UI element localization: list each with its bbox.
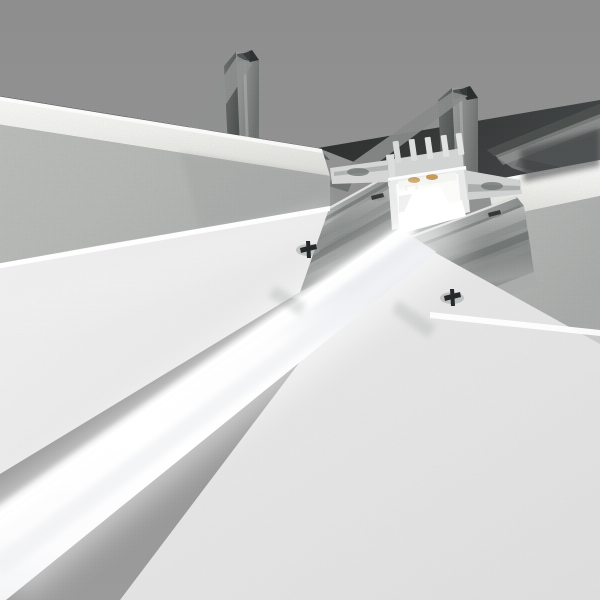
diffuser-top-edge [0, 228, 402, 518]
void-shadow-top-right [520, 128, 600, 182]
internal-reflector-shade [399, 194, 412, 212]
plasterboard-cut-edge-left-highlight [0, 96, 322, 153]
lower-ceiling-plane-left-texture [0, 206, 330, 474]
soffit-glow-falloff [0, 200, 330, 360]
clip-slot-left [347, 168, 369, 176]
opal-diffuser-lens [0, 200, 470, 600]
mounting-screw-3 [368, 193, 386, 201]
upper-ceiling-soffit-left-texture [0, 124, 330, 264]
contact-shadow-profile-left [268, 286, 306, 316]
soffit-shadow-near-profile [180, 152, 330, 228]
clip-slot-right [481, 182, 503, 190]
diffuser-lower-edge [0, 244, 436, 576]
plasterboard-cut-edge-left-texture [0, 96, 330, 176]
mounting-screw-1 [296, 241, 320, 258]
mounting-screw-2 [440, 289, 464, 306]
housing-edge-highlight [388, 166, 466, 181]
mounting-screw-4 [485, 210, 503, 218]
lower-ceiling-plane-right-texture [120, 232, 600, 600]
contact-shadow-profile-right [392, 300, 436, 338]
heatsink-fin-comb [392, 132, 465, 164]
diffuser-core-highlight [0, 222, 418, 529]
ceiling-seam-highlight-right [430, 312, 600, 336]
ceiling-seam-highlight-left [0, 206, 330, 269]
